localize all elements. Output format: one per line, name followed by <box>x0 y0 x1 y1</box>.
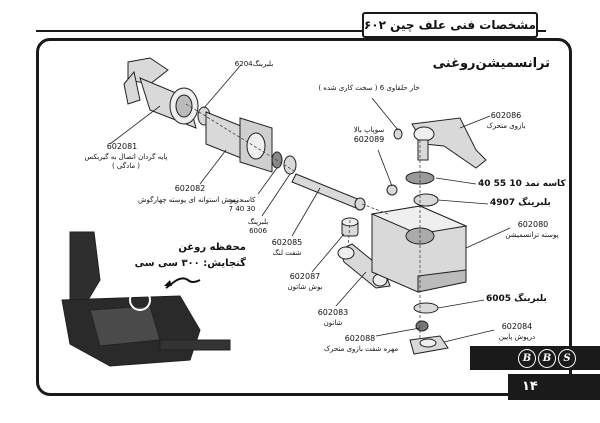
circlip-part <box>393 128 403 140</box>
part-desc-602083: شاتون <box>323 319 343 327</box>
part-number-602082: 602082 <box>174 184 206 193</box>
part-desc-602087: بوش شاتون <box>287 283 323 291</box>
circlip-label: خار حلقاوی 6 ( سخت کاری شده ) <box>318 84 420 92</box>
bearing-4907-label: بلبرینگ 4907 <box>490 198 551 208</box>
section-title: ترانسمیشن‌روغنی <box>432 56 550 71</box>
part-number-602086: 602086 <box>490 111 522 120</box>
content-frame <box>36 38 572 396</box>
part-desc-602080: پوسته ترانسمیشن <box>505 231 559 239</box>
part-number-602080: 602080 <box>517 220 549 229</box>
arm-shaft-nut-part <box>415 320 429 332</box>
oil-chamber-title: محفظه روغن <box>178 242 246 253</box>
crank-shaft-part <box>291 173 366 211</box>
bearing-6006-name: بلبرینگ <box>247 218 269 226</box>
bearing-6005-part <box>413 302 439 314</box>
part-desc-602089: سوپاپ بالا <box>353 126 385 134</box>
bottom-cap-part <box>409 335 449 355</box>
bearing-6005-label: بلبرینگ 6005 <box>486 294 547 304</box>
part-number-602088: 602088 <box>344 334 376 343</box>
transmission-housing-part <box>370 205 468 293</box>
seal-30407-size: 30 40 7 <box>228 205 256 213</box>
bearing-4907-part <box>413 193 439 207</box>
part-number-602081: 602081 <box>106 142 138 151</box>
seal-30407-name: کاسه نمد <box>228 196 256 204</box>
oil-capacity: گنجایش: ۳۰۰ سی سی <box>134 258 246 269</box>
top-valve-part <box>386 184 398 196</box>
cylinder-cap-part <box>205 111 273 173</box>
oil-chamber-note: محفظه روغن گنجایش: ۳۰۰ سی سی <box>134 240 246 272</box>
part-number-602085: 602085 <box>271 238 303 247</box>
bearing-6006-size: 6006 <box>249 227 267 235</box>
moving-arm-part <box>411 117 487 169</box>
part-number-602083: 602083 <box>317 308 349 317</box>
brand-logo: B B S <box>518 349 576 368</box>
part-desc-602086: بازوی متحرک <box>486 122 526 130</box>
part-desc2-602081: ( مادگی ) <box>111 162 141 170</box>
part-number-602084: 602084 <box>501 322 533 331</box>
part-desc-602085: شفت لنگ <box>272 249 302 257</box>
brand-letter-2: B <box>538 349 556 368</box>
page-title: مشخصات فنی علف چین ۶۰۲ <box>362 12 538 38</box>
part-desc-602082: درپوش استوانه ای پوسته چهارگوش <box>138 196 242 204</box>
brand-letter-1: B <box>518 349 536 368</box>
bearing-6204-label: بلبرینگ6204 <box>234 60 274 68</box>
oil-chamber-arrow <box>165 277 201 289</box>
page-number: ۱۴ <box>508 374 600 400</box>
swivel-base-part <box>123 57 199 129</box>
part-number-602087: 602087 <box>289 272 321 281</box>
seal-405510-label: کاسه نمد 10 55 40 <box>478 179 566 189</box>
header-rule <box>36 30 546 32</box>
part-desc-602081: پایه گردان اتصال به گیربکس <box>84 153 168 161</box>
machine-assembly-image <box>61 231 231 367</box>
brand-letter-3: S <box>558 349 576 368</box>
part-desc-602084: درپوش پایین <box>498 333 536 341</box>
part-number-602089: 602089 <box>353 135 385 144</box>
part-desc-602088: مهره شفت بازوی متحرک <box>323 345 399 353</box>
